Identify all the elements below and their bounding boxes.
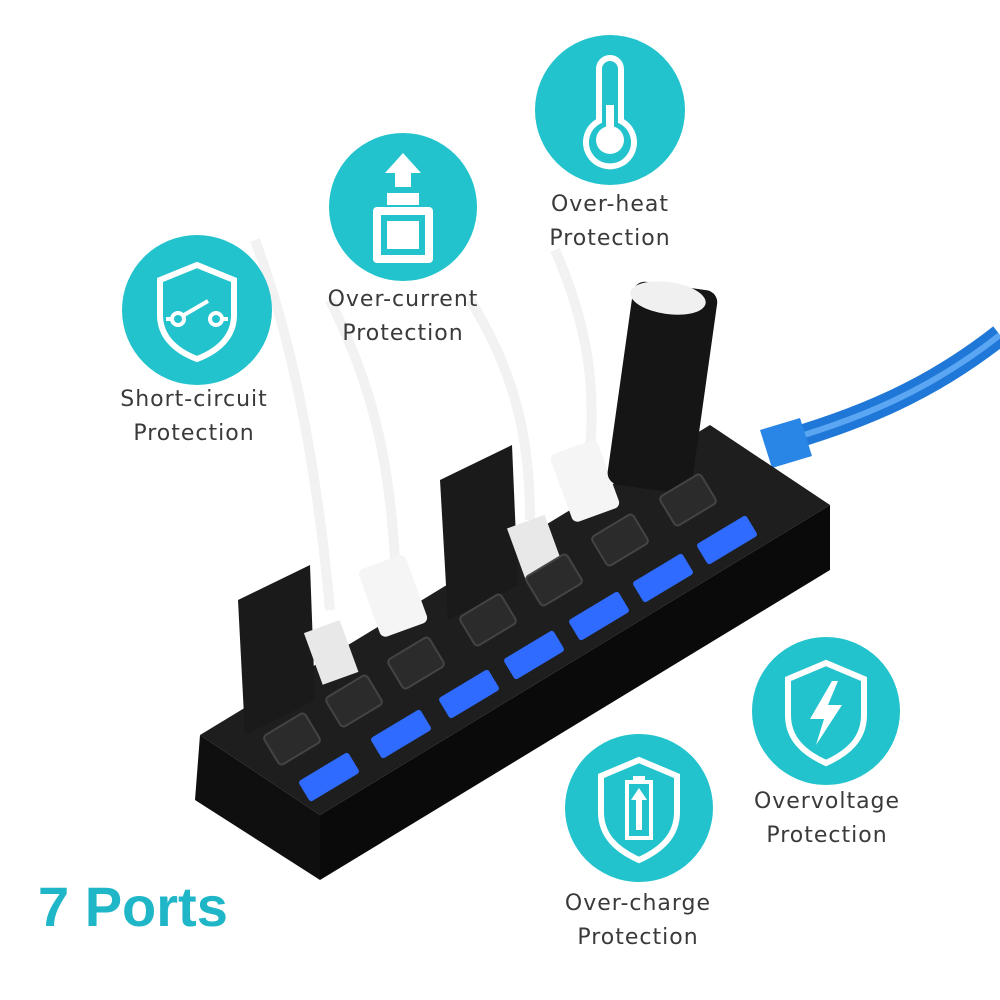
over-current-label: Over-current (327, 287, 479, 312)
port-leds (299, 515, 757, 802)
short-circuit-caption: Short-circuit Protection (120, 383, 268, 451)
white-cable-4 (550, 247, 597, 451)
over-heat-sublabel: Protection (549, 226, 671, 251)
overvoltage-badge (752, 637, 900, 785)
over-charge-sublabel: Protection (577, 925, 699, 950)
over-current-sublabel: Protection (342, 321, 464, 346)
ports-headline: 7 Ports (38, 875, 228, 938)
white-cable-1 (250, 238, 335, 611)
white-cable-2 (325, 297, 400, 561)
over-heat-badge (535, 35, 685, 185)
over-charge-badge (565, 734, 713, 882)
hub-front-face (195, 735, 320, 880)
card-reader-2 (440, 445, 518, 620)
usb-plug-white-1 (303, 620, 359, 685)
over-current-caption: Over-current Protection (328, 283, 479, 351)
card-reader-1 (238, 565, 315, 735)
white-cable-3 (465, 297, 535, 521)
over-heat-caption: Over-heat Protection (549, 188, 670, 256)
over-current-badge (329, 133, 477, 281)
usb-cable (767, 326, 1000, 456)
usb-plug-white-2 (358, 555, 428, 637)
power-bank (607, 281, 718, 494)
overvoltage-sublabel: Protection (766, 823, 888, 848)
short-circuit-badge (122, 235, 272, 385)
hub-side-face (320, 505, 830, 880)
over-heat-label: Over-heat (550, 192, 670, 217)
overvoltage-caption: Overvoltage Protection (754, 785, 900, 853)
shield-switch-icon (157, 261, 237, 363)
over-charge-label: Over-charge (564, 891, 712, 916)
overvoltage-label: Overvoltage (753, 789, 901, 814)
port-switches (263, 473, 717, 766)
over-charge-caption: Over-charge Protection (565, 887, 711, 955)
thermometer-icon (583, 55, 637, 170)
usb-plug-arrow-icon (373, 153, 433, 263)
short-circuit-label: Short-circuit (120, 387, 268, 412)
usb-connector (760, 418, 812, 468)
usb-plug-white-4 (550, 440, 620, 522)
shield-battery-icon (598, 756, 680, 864)
short-circuit-sublabel: Protection (133, 421, 255, 446)
shield-lightning-icon (785, 659, 867, 767)
